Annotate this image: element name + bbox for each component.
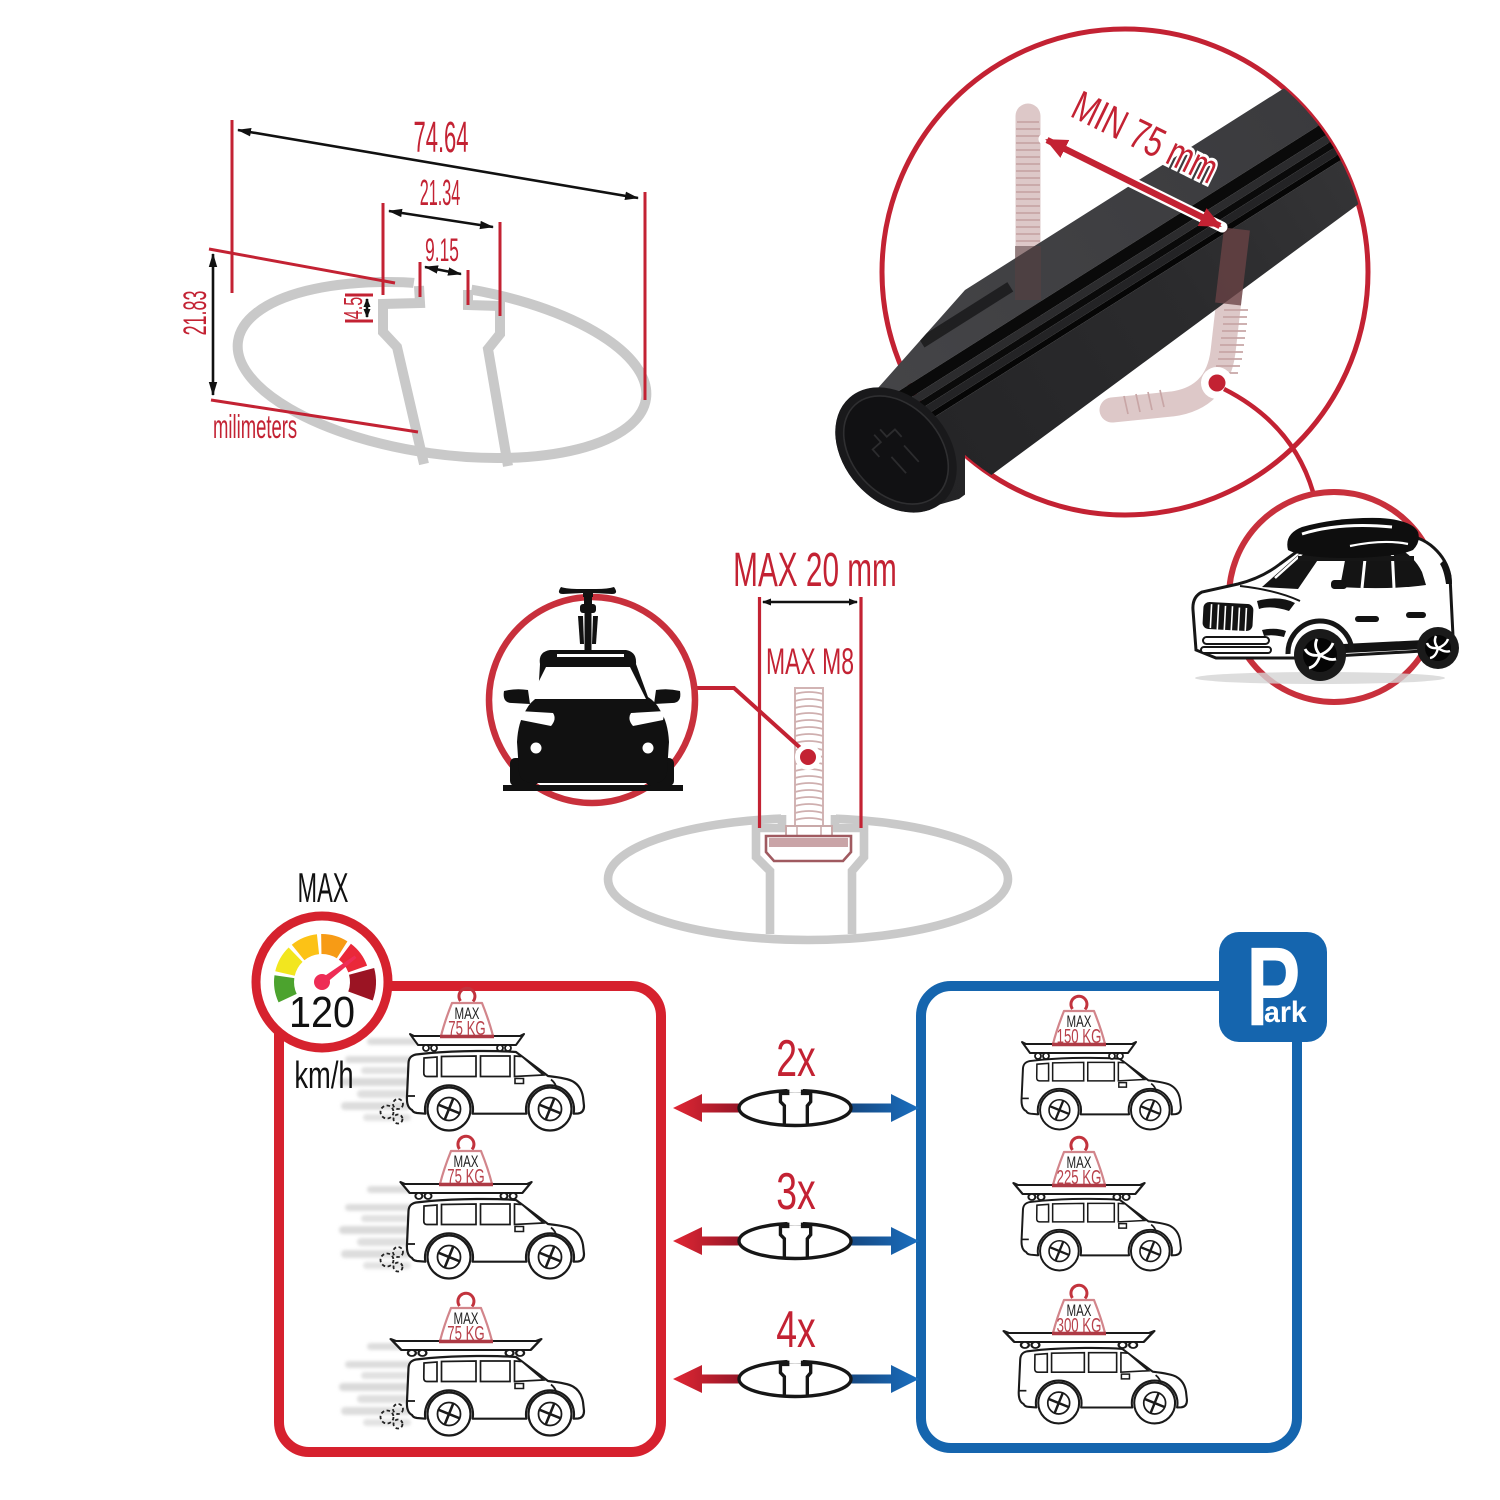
svg-text:MAX M8: MAX M8 xyxy=(766,640,854,682)
svg-text:75 KG: 75 KG xyxy=(447,1322,484,1344)
svg-text:2x: 2x xyxy=(776,1029,816,1088)
svg-text:225 KG: 225 KG xyxy=(1057,1166,1102,1188)
svg-text:P: P xyxy=(1246,923,1301,1049)
svg-text:150 KG: 150 KG xyxy=(1057,1025,1102,1047)
svg-text:4x: 4x xyxy=(776,1300,816,1359)
svg-text:75 KG: 75 KG xyxy=(447,1165,484,1187)
svg-text:ark: ark xyxy=(1264,996,1307,1029)
svg-text:MAX: MAX xyxy=(298,865,349,912)
svg-text:MAX: MAX xyxy=(1066,1154,1091,1173)
svg-text:milimeters: milimeters xyxy=(213,408,297,445)
svg-text:74.64: 74.64 xyxy=(413,114,468,162)
svg-text:MAX: MAX xyxy=(1066,1302,1091,1321)
svg-text:120: 120 xyxy=(289,987,355,1036)
svg-text:4.5: 4.5 xyxy=(338,297,368,319)
svg-text:km/h: km/h xyxy=(294,1055,353,1097)
svg-text:300 KG: 300 KG xyxy=(1057,1314,1102,1336)
svg-text:MAX: MAX xyxy=(454,1005,479,1024)
svg-text:MAX: MAX xyxy=(1066,1013,1091,1032)
svg-text:MAX 20 mm: MAX 20 mm xyxy=(733,544,897,597)
svg-text:MAX: MAX xyxy=(453,1153,478,1172)
svg-text:21.34: 21.34 xyxy=(420,173,461,213)
svg-text:21.83: 21.83 xyxy=(179,291,214,336)
svg-text:75 KG: 75 KG xyxy=(448,1017,485,1039)
svg-text:MAX: MAX xyxy=(453,1310,478,1329)
svg-text:3x: 3x xyxy=(776,1162,816,1221)
svg-text:9.15: 9.15 xyxy=(425,234,459,269)
